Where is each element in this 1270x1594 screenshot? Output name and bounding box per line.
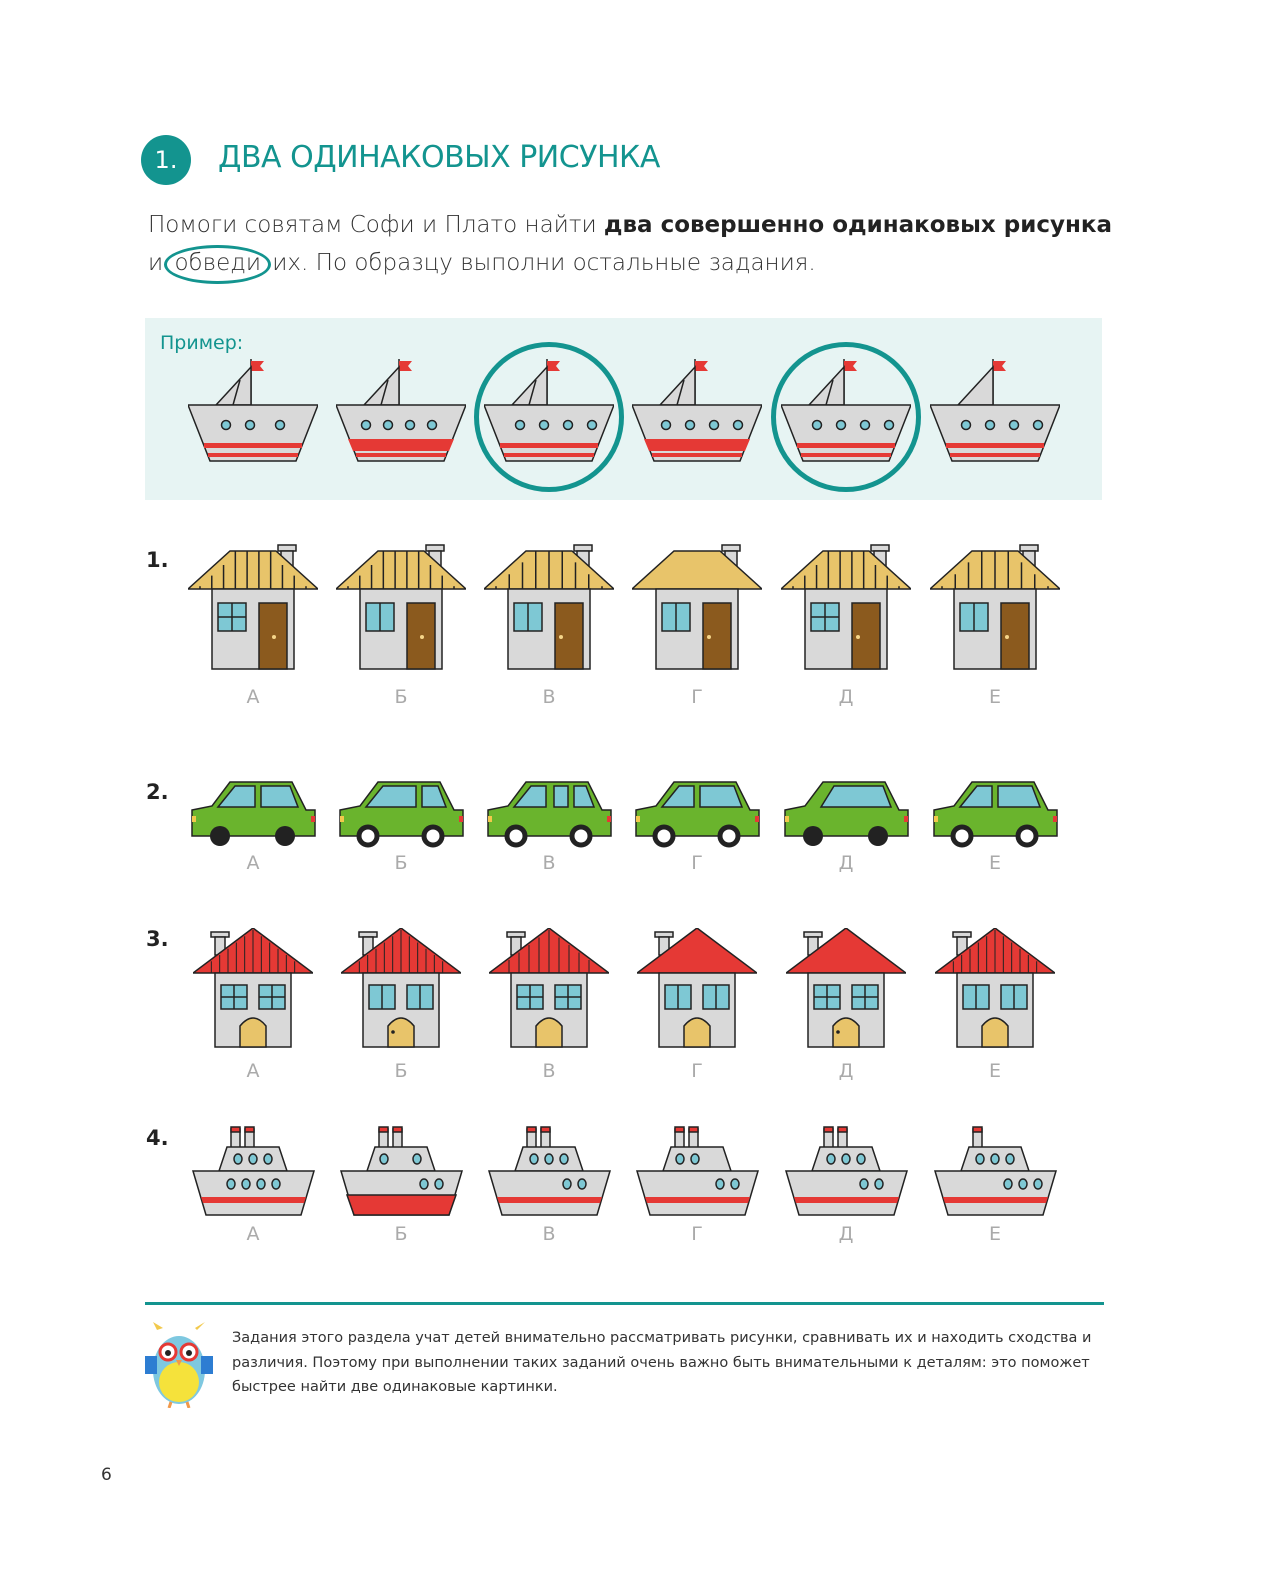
- option-letter: В: [542, 1060, 556, 1082]
- option-letter: Г: [691, 852, 703, 874]
- car-picture[interactable]: [932, 780, 1059, 848]
- option-letter: Б: [394, 1223, 408, 1245]
- page-number: 6: [101, 1465, 112, 1485]
- exercise-number: 4.: [146, 1126, 169, 1150]
- option-letter: Г: [691, 686, 703, 708]
- option-letter: В: [542, 686, 556, 708]
- cruise-ship-picture[interactable]: [933, 1125, 1058, 1217]
- option-letter: А: [246, 686, 260, 708]
- instruction-text: Помоги совятам Софи и Плато найти: [148, 212, 604, 238]
- page-title: ДВА ОДИНАКОВЫХ РИСУНКА: [218, 140, 660, 175]
- option-letter: Д: [838, 686, 854, 708]
- house-picture[interactable]: [930, 543, 1060, 671]
- option-letter: Е: [988, 686, 1001, 708]
- option-letter: Д: [838, 1060, 854, 1082]
- answer-circle: [771, 342, 921, 492]
- exercise-number: 2.: [146, 780, 169, 804]
- option-letter: Е: [988, 1060, 1001, 1082]
- car-picture[interactable]: [783, 780, 910, 848]
- sailboat-picture[interactable]: [188, 355, 318, 465]
- house-picture[interactable]: [336, 543, 466, 671]
- house-red-roof-picture[interactable]: [193, 928, 313, 1050]
- option-letter: В: [542, 1223, 556, 1245]
- circled-word: обведи: [164, 245, 271, 284]
- option-letter: Г: [691, 1223, 703, 1245]
- cruise-ship-picture[interactable]: [784, 1125, 909, 1217]
- option-letter: А: [246, 1223, 260, 1245]
- sailboat-picture[interactable]: [336, 355, 466, 465]
- house-red-roof-picture[interactable]: [489, 928, 609, 1050]
- option-letter: Е: [988, 852, 1001, 874]
- car-picture[interactable]: [486, 780, 613, 848]
- house-red-roof-picture[interactable]: [935, 928, 1055, 1050]
- sailboat-picture[interactable]: [930, 355, 1060, 465]
- option-letter: Б: [394, 852, 408, 874]
- option-letter: Е: [988, 1223, 1001, 1245]
- option-letter: Б: [394, 1060, 408, 1082]
- option-letter: Д: [838, 852, 854, 874]
- car-picture[interactable]: [634, 780, 761, 848]
- instruction-bold: два совершенно одинаковых рисунка: [603, 212, 1112, 238]
- instruction-text: и: [148, 250, 171, 276]
- instruction-text: их. По образцу выполни остальные задания…: [264, 250, 816, 276]
- instruction-line-1: Помоги совятам Софи и Плато найти два со…: [148, 212, 1112, 238]
- car-picture[interactable]: [190, 780, 317, 848]
- cruise-ship-picture[interactable]: [191, 1125, 316, 1217]
- house-red-roof-picture[interactable]: [786, 928, 906, 1050]
- option-letter: Д: [838, 1223, 854, 1245]
- example-label: Пример:: [160, 332, 244, 354]
- car-picture[interactable]: [338, 780, 465, 848]
- house-picture[interactable]: [188, 543, 318, 671]
- divider: [145, 1302, 1104, 1305]
- exercise-number: 3.: [146, 927, 169, 951]
- option-letter: Б: [394, 686, 408, 708]
- option-letter: Г: [691, 1060, 703, 1082]
- cruise-ship-picture[interactable]: [339, 1125, 464, 1217]
- exercise-number: 1.: [146, 548, 169, 572]
- owl-mascot-icon: [145, 1322, 213, 1408]
- task-number-badge: 1.: [141, 135, 191, 185]
- house-red-roof-picture[interactable]: [341, 928, 461, 1050]
- instruction-line-2: и обведи их. По образцу выполни остальны…: [148, 245, 816, 284]
- option-letter: А: [246, 1060, 260, 1082]
- house-picture[interactable]: [781, 543, 911, 671]
- cruise-ship-picture[interactable]: [487, 1125, 612, 1217]
- house-picture[interactable]: [632, 543, 762, 671]
- cruise-ship-picture[interactable]: [635, 1125, 760, 1217]
- option-letter: В: [542, 852, 556, 874]
- answer-circle: [474, 342, 624, 492]
- house-red-roof-picture[interactable]: [637, 928, 757, 1050]
- option-letter: А: [246, 852, 260, 874]
- sailboat-picture[interactable]: [632, 355, 762, 465]
- house-picture[interactable]: [484, 543, 614, 671]
- parent-note: Задания этого раздела учат детей внимате…: [232, 1330, 1092, 1395]
